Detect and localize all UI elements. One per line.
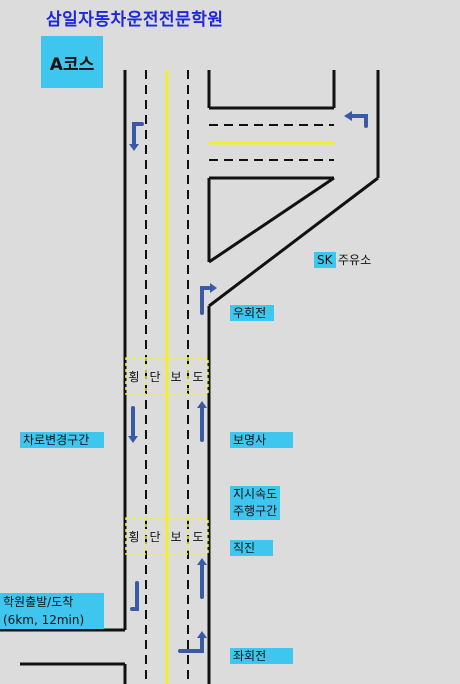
gas-station-label: 주유소	[338, 253, 372, 267]
lane-change-label: 차로변경구간	[20, 432, 104, 448]
crosswalk-char: 보	[170, 530, 182, 544]
arrow-down-left-turn	[132, 122, 144, 148]
arrow-down-2	[130, 581, 139, 611]
left-turn-label: 좌회전	[230, 648, 293, 664]
arrow-heads	[128, 111, 352, 638]
right-turn-label: 우회전	[230, 305, 274, 321]
arrow-left-turn	[348, 114, 368, 128]
crosswalk-char: 도	[192, 370, 204, 384]
sk-badge: SK	[314, 252, 336, 268]
walk-road-label: 보명사	[230, 432, 293, 448]
crosswalk-char: 횡	[128, 370, 140, 384]
arrow-right-turn	[200, 286, 214, 315]
speed-zone-line2: 주행구간	[233, 504, 278, 518]
speed-zone-label: 지시속도 주행구간	[230, 486, 281, 520]
crosswalk-char: 횡	[128, 530, 140, 544]
page-title: 삼일자동차운전전문학원	[46, 10, 224, 30]
route-arrows	[130, 114, 368, 653]
crosswalk-char: 단	[149, 370, 161, 384]
start-line2: (6km, 12min)	[3, 613, 85, 627]
speed-zone-line1: 지시속도	[233, 487, 278, 501]
road-edges	[0, 70, 380, 684]
straight-label: 직진	[230, 540, 273, 556]
arrow-left-up	[178, 634, 204, 653]
crosswalk-char: 단	[149, 530, 161, 544]
course-badge: A코스	[41, 36, 103, 88]
crosswalk-char: 보	[170, 370, 182, 384]
crosswalks	[125, 357, 209, 555]
crosswalk-char: 도	[192, 530, 204, 544]
start-line1: 학원출발/도착	[3, 595, 74, 609]
start-label: 학원출발/도착 (6km, 12min)	[0, 593, 104, 629]
